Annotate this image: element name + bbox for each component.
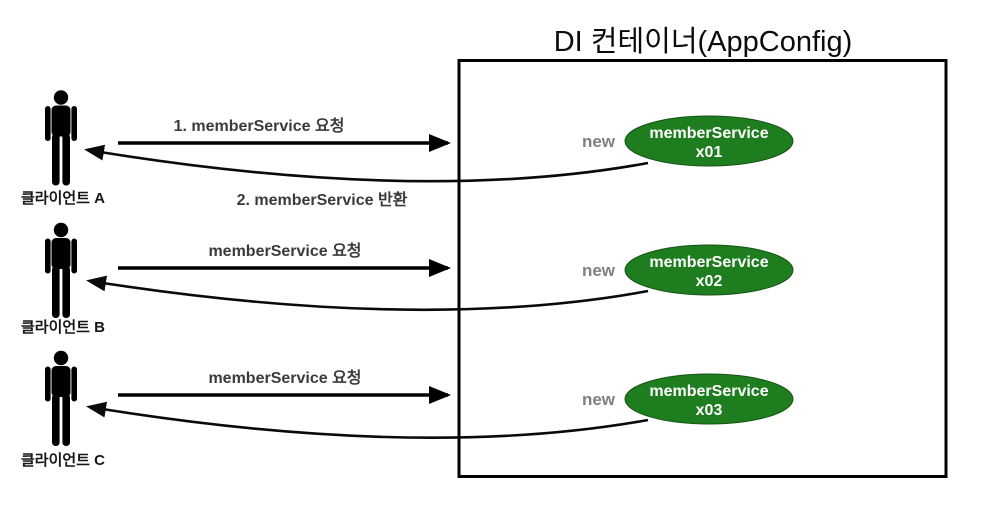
bean-instance-a: x01 <box>696 144 723 161</box>
return-arrow-b <box>86 275 649 312</box>
request-label-b: memberService 요청 <box>208 241 361 260</box>
new-label-a: new <box>582 132 616 151</box>
bean-instance-c: x03 <box>696 402 723 419</box>
client-c-icon <box>45 350 77 446</box>
request-label-c: memberService 요청 <box>208 368 361 387</box>
client-row-a: 클라이언트 A 1. memberService 요청 2. memberSer… <box>21 90 794 209</box>
return-arrow-a <box>84 144 649 183</box>
client-a-label: 클라이언트 A <box>21 189 105 207</box>
client-row-b: 클라이언트 B memberService 요청 new memberServi… <box>21 222 794 336</box>
bean-instance-b: x02 <box>696 273 723 290</box>
new-label-b: new <box>582 261 616 280</box>
request-label-a: 1. memberService 요청 <box>174 116 345 135</box>
new-label-c: new <box>582 390 616 409</box>
return-arrow-c <box>86 401 649 439</box>
client-b-icon <box>45 222 77 318</box>
member-service-bean-x03 <box>624 373 794 425</box>
member-service-bean-x01 <box>624 115 794 167</box>
client-row-c: 클라이언트 C memberService 요청 new memberServi… <box>21 350 794 469</box>
bean-name-a: memberService <box>649 125 768 142</box>
client-a-icon <box>45 90 77 186</box>
return-label-a: 2. memberService 반환 <box>237 191 408 209</box>
di-container-title: DI 컨테이너(AppConfig) <box>554 26 853 58</box>
bean-name-c: memberService <box>649 383 768 400</box>
member-service-bean-x02 <box>624 244 794 296</box>
bean-name-b: memberService <box>649 254 768 271</box>
client-b-label: 클라이언트 B <box>21 318 105 336</box>
client-c-label: 클라이언트 C <box>21 451 105 469</box>
